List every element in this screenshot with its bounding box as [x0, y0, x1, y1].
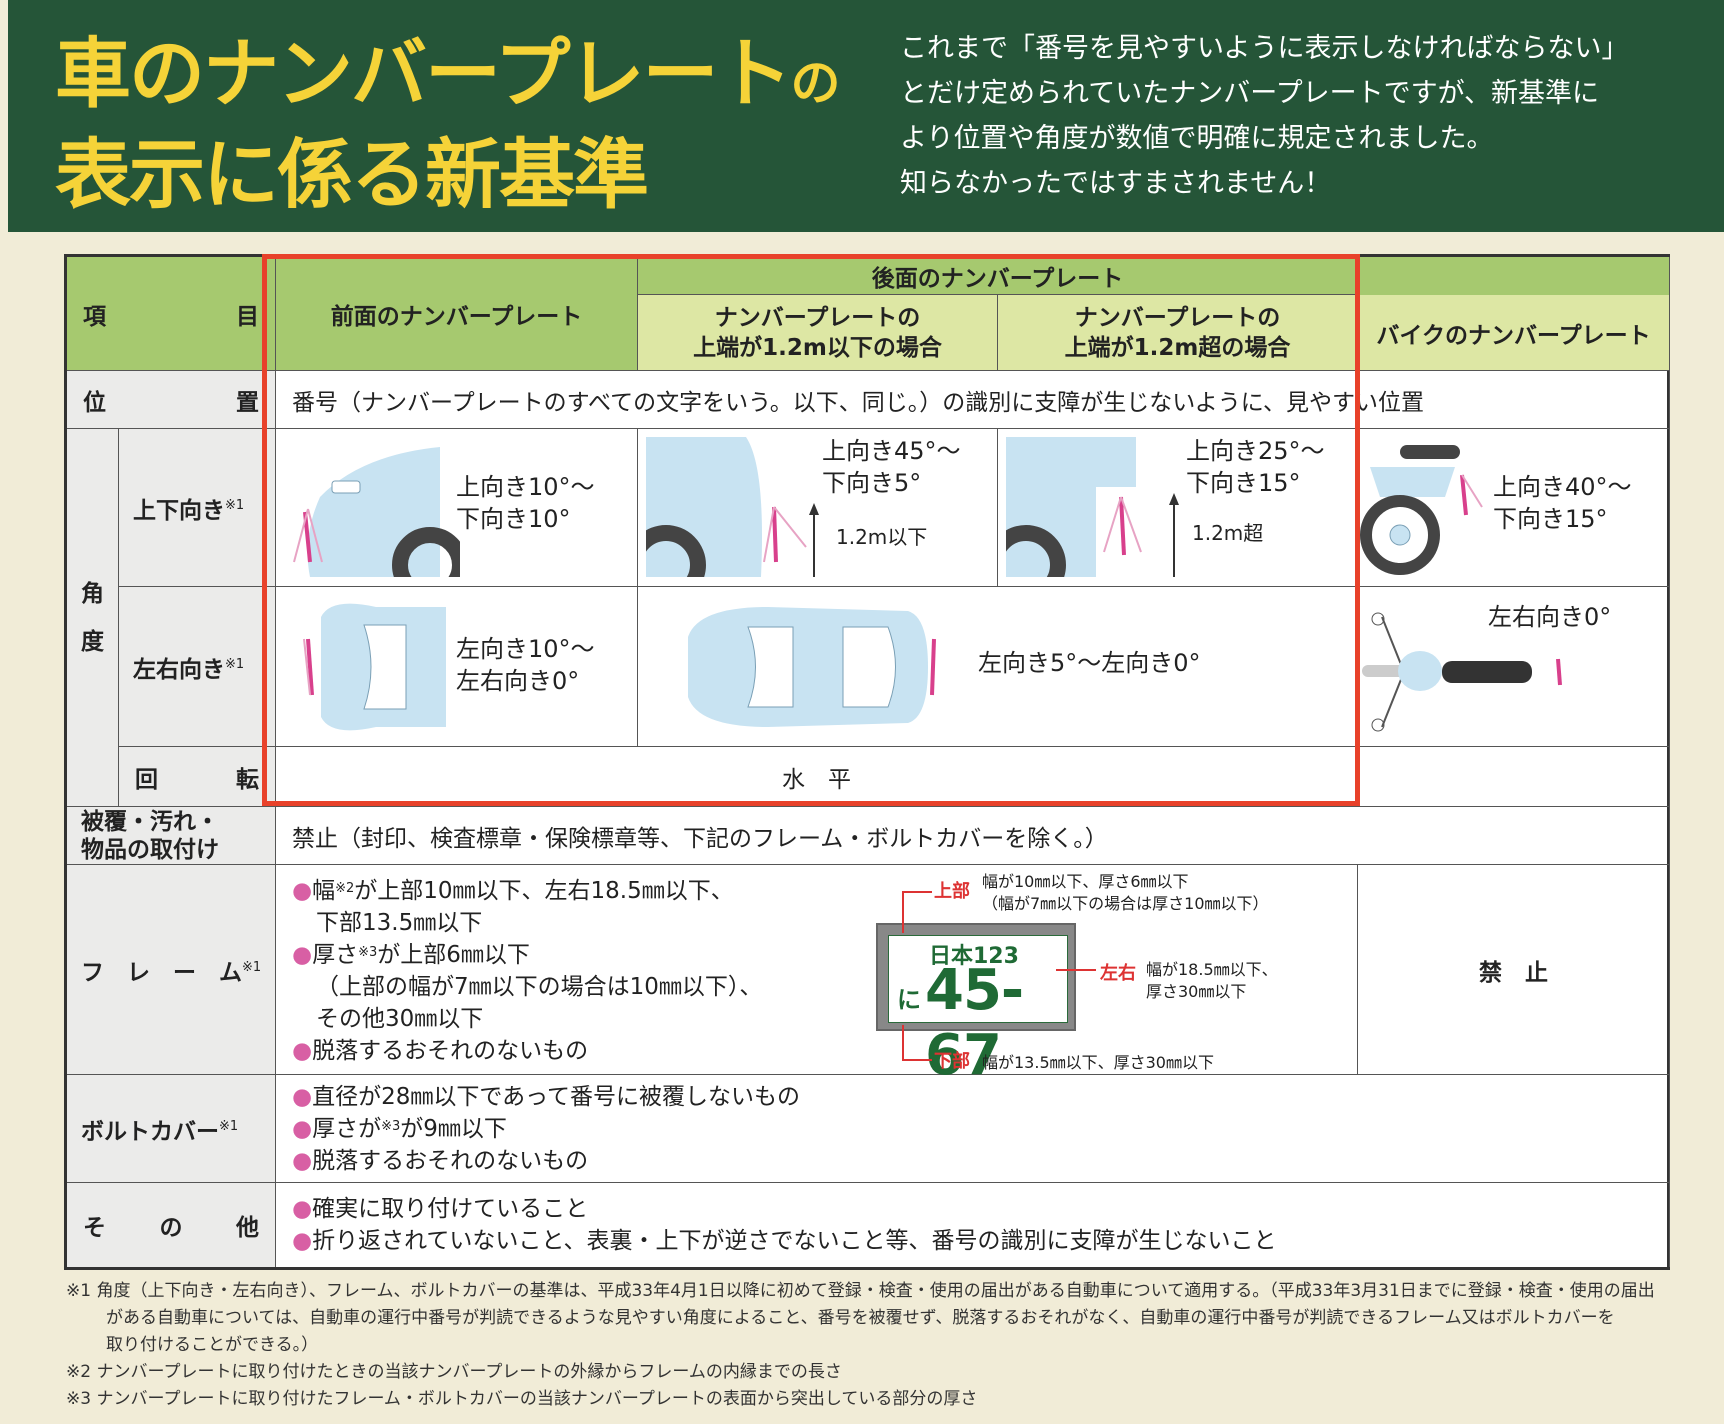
leftright-rear-text: 左向き5°～左向き0° [978, 649, 1201, 677]
header-bike: バイクのナンバープレート [1358, 295, 1670, 371]
cover-text: 禁止（封印、検査標章・保険標章等、下記のフレーム・ボルトカバーを除く。） [276, 807, 1670, 865]
plate-top-label: 上部 [934, 881, 970, 902]
intro-text: これまで「番号を見やすいように表示しなければならない」 とだけ定められていたナン… [900, 33, 1629, 199]
top-pointer-tick [902, 891, 932, 893]
leftright-front: 左向き10°～左右向き0° [276, 587, 638, 747]
rear-car-top-illustration [688, 607, 936, 727]
updown-front-text: 上向き10°～下向き10° [456, 473, 595, 533]
header-front: 前面のナンバープレート [276, 257, 638, 371]
front-car-top-illustration [303, 603, 446, 731]
height-label-low: 1.2m以下 [836, 525, 928, 549]
updown-rear-low: 上向き45°～下向き5° 1.2m以下 [638, 429, 998, 587]
row-frame-label: フ レ ー ム※1 [67, 865, 276, 1075]
bike-top-illustration [1362, 612, 1562, 732]
row-leftright-label: 左右向き※1 [119, 587, 276, 747]
bottom-pointer-line [902, 1025, 904, 1059]
standards-table: 項目 前面のナンバープレート 後面のナンバープレート ナンバープレートの上端が1… [64, 254, 1670, 1270]
position-text: 番号（ナンバープレートのすべての文字をいう。以下、同じ。）の識別に支障が生じない… [276, 371, 1670, 429]
row-cover-label: 被覆・汚れ・物品の取付け [67, 807, 276, 865]
updown-front: 上向き10°～下向き10° [276, 429, 638, 587]
updown-rear-high-text: 上向き25°～下向き15° [1186, 437, 1325, 497]
front-car-side-illustration [293, 447, 460, 577]
row-rotation-label: 回転 [119, 747, 276, 807]
rear-car-high-illustration [1006, 437, 1179, 577]
page-title: 車のナンバープレートの 表示に係る新基準 [55, 29, 840, 219]
bike-side-illustration [1360, 445, 1483, 575]
license-plate-frame: 日本123 に 45-67 [876, 923, 1076, 1088]
leftright-bike-text: 左右向き0° [1488, 603, 1612, 631]
updown-bike: 上向き40°～下向き15° [1358, 429, 1670, 587]
rotation-text: 水 平 [276, 747, 1358, 807]
plate-bottom-text: 幅が13.5㎜以下、厚さ30㎜以下 [982, 1053, 1214, 1072]
frame-content: ●幅※2が上部10㎜以下、左右18.5㎜以下、 下部13.5㎜以下 ●厚さ※3が… [276, 865, 1358, 1088]
leftright-front-text: 左向き10°～左右向き0° [456, 635, 595, 695]
header-rear-high: ナンバープレートの上端が1.2m超の場合 [998, 295, 1358, 371]
row-position-label: 位置 [67, 371, 276, 429]
other-content: ●確実に取り付けていること ●折り返されていないこと、表裏・上下が逆さでないこと… [276, 1183, 1670, 1267]
highlight-box [262, 254, 1360, 806]
updown-rear-low-text: 上向き45°～下向き5° [822, 437, 961, 497]
height-label-high: 1.2m超 [1192, 521, 1264, 545]
updown-rear-high: 上向き25°～下向き15° 1.2m超 [998, 429, 1358, 587]
rotation-bike [1358, 747, 1670, 807]
header-rear-low: ナンバープレートの上端が1.2m以下の場合 [638, 295, 998, 371]
footnotes: ※1 角度（上下向き・左右向き）、フレーム、ボルトカバーの基準は、平成33年4月… [66, 1281, 1655, 1409]
row-angle-label: 角度 [67, 429, 119, 807]
plate-lr-label: 左右 [1100, 963, 1136, 984]
header-item: 項目 [67, 257, 276, 371]
updown-bike-text: 上向き40°～下向き15° [1493, 473, 1632, 533]
row-other-label: その他 [67, 1183, 276, 1267]
lr-pointer-line [1056, 969, 1096, 971]
header-banner [8, 0, 1724, 232]
plate-top-text: 幅が10㎜以下、厚さ6㎜以下（幅が7㎜以下の場合は厚さ10㎜以下） [982, 872, 1269, 913]
row-updown-label: 上下向き※1 [119, 429, 276, 587]
leftright-bike: 左右向き0° [1358, 587, 1670, 747]
header-bike-top [1358, 257, 1670, 295]
bolt-content: ●直径が28㎜以下であって番号に被覆しないもの ●厚さが※3が9㎜以下 ●脱落す… [276, 1075, 1670, 1183]
license-plate: 日本123 に 45-67 [888, 935, 1068, 1088]
header-rear: 後面のナンバープレート [638, 257, 1358, 295]
plate-lr-text: 幅が18.5㎜以下、厚さ30㎜以下 [1146, 960, 1278, 1001]
row-bolt-label: ボルトカバー※1 [67, 1075, 276, 1183]
bottom-pointer-tick [902, 1059, 932, 1061]
leftright-rear: 左向き5°～左向き0° [638, 587, 1358, 747]
top-pointer-line [902, 891, 904, 933]
plate-bottom-label: 下部 [934, 1051, 970, 1072]
frame-rules: ●幅※2が上部10㎜以下、左右18.5㎜以下、 下部13.5㎜以下 ●厚さ※3が… [292, 878, 763, 1064]
frame-bike: 禁 止 [1358, 865, 1670, 1075]
rear-car-low-illustration [646, 437, 819, 577]
